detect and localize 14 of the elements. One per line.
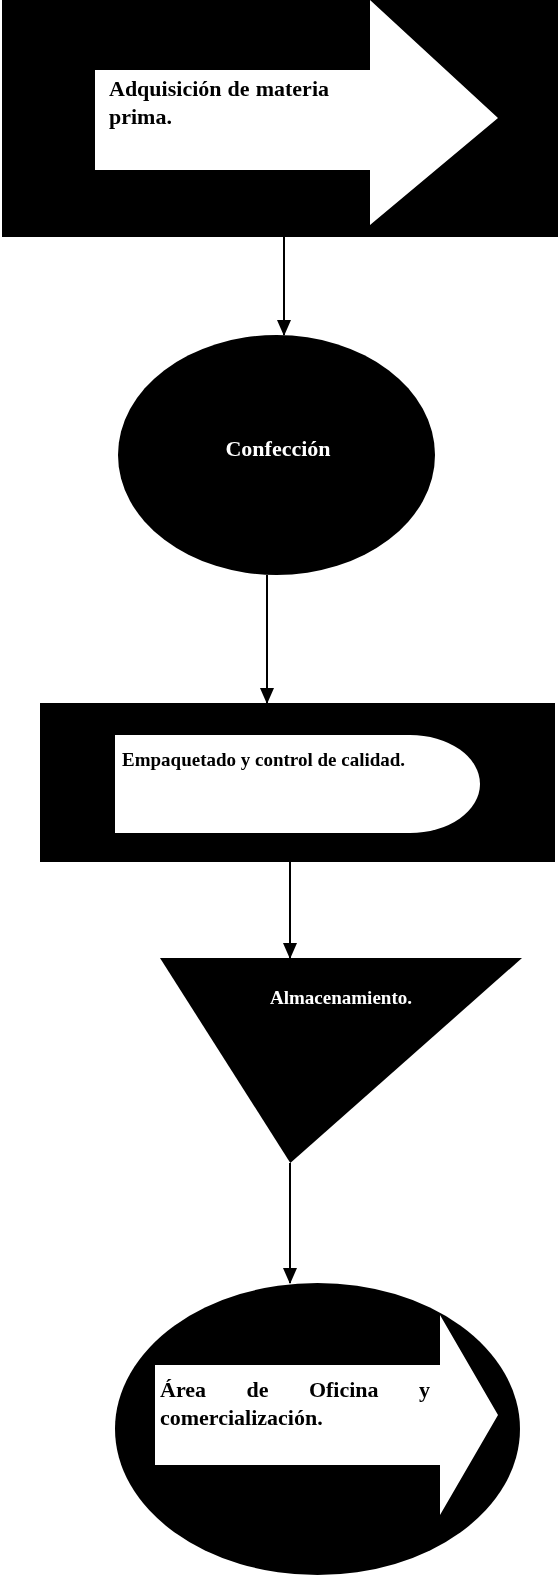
terminal-ellipse (115, 1283, 520, 1575)
step-label: Confección (224, 435, 332, 463)
process-box (2, 0, 558, 237)
process-box (40, 703, 555, 862)
arrow (283, 861, 297, 959)
step-label: Área de Oficina y comercialización. (160, 1376, 430, 1431)
arrow (283, 1162, 297, 1284)
step-label: Adquisición de materia prima. (109, 75, 329, 130)
storage-triangle (160, 958, 522, 1163)
step-label: Empaquetado y control de calidad. (122, 748, 407, 772)
process-ellipse (118, 335, 435, 575)
arrow (260, 574, 274, 704)
arrow (277, 236, 291, 336)
step-label: Almacenamiento. (269, 986, 413, 1010)
